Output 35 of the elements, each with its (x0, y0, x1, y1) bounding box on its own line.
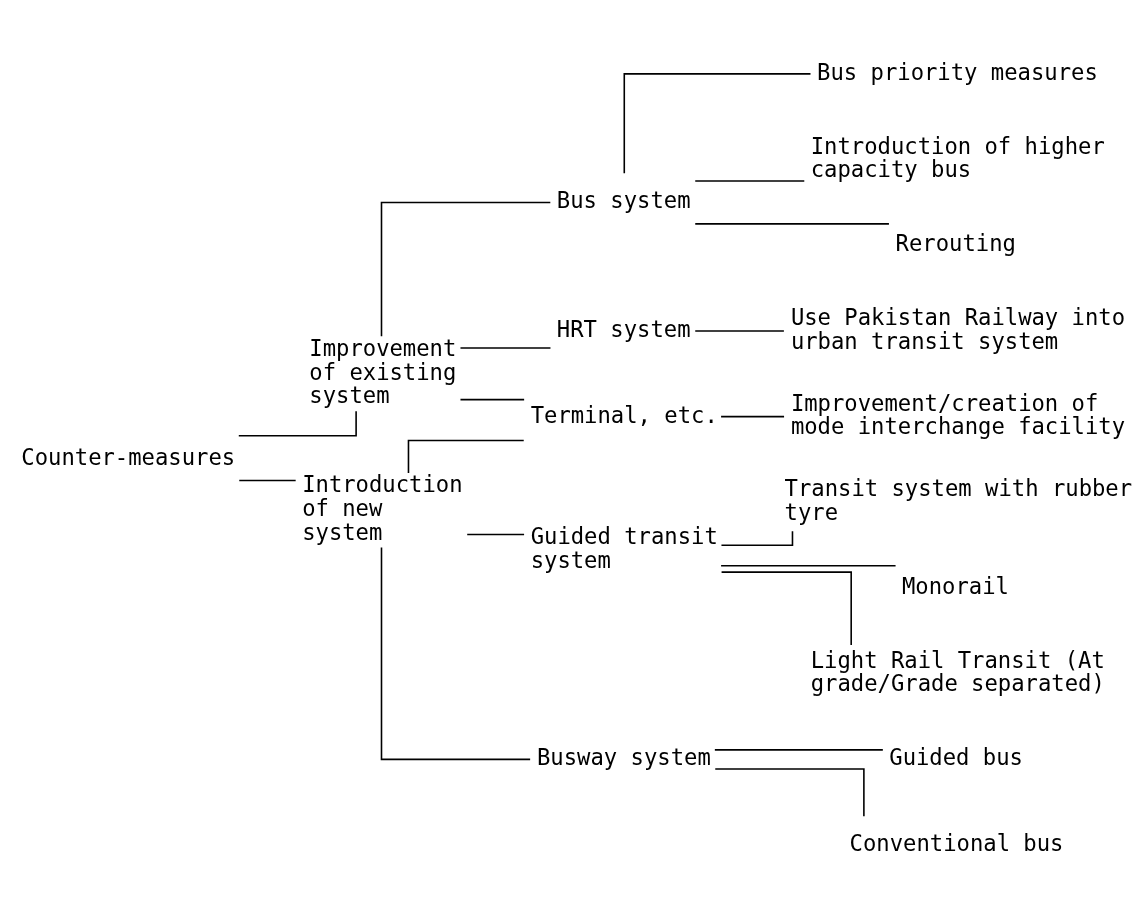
connector (238, 409, 357, 436)
node-text: Rerouting (895, 229, 1016, 256)
node-text: Conventional bus (849, 829, 1064, 856)
node-text: Guided bus (889, 743, 1023, 770)
connector (380, 546, 531, 760)
node-text: Monorail (901, 572, 1009, 599)
node-text: Bus system (556, 186, 691, 213)
node-text: Introduction of higher capacity bus (810, 132, 1105, 182)
connector (720, 564, 897, 567)
connector (714, 767, 865, 817)
node-text: Terminal, etc. (530, 401, 718, 428)
connector (720, 415, 785, 417)
node-text: Transit system with rubber tyre (784, 474, 1133, 525)
node-text: Guided transit system (530, 522, 718, 573)
node-text: Use Pakistan Railway into urban transit system (790, 303, 1126, 354)
node-text: Counter-measures (21, 443, 236, 470)
connector (694, 222, 890, 225)
connector (459, 398, 525, 400)
connector (714, 748, 884, 751)
node-text: Busway system (537, 743, 711, 770)
connector (238, 479, 297, 481)
connector (623, 72, 812, 174)
connector (720, 570, 852, 646)
connector (459, 346, 552, 349)
connector (380, 201, 552, 337)
connector (407, 439, 525, 474)
connector (694, 179, 806, 182)
connector (694, 329, 785, 332)
node-text: Introduction of new system (302, 470, 463, 545)
node-text: HRT system (556, 315, 691, 342)
connector (466, 533, 525, 535)
node-text: Improvement/creation of mode interchange facility (790, 389, 1126, 439)
node-text: Improvement of existing system (309, 334, 457, 408)
node-text: Light Rail Transit (At grade/Grade separated) (810, 646, 1105, 696)
node-text: Bus priority measures (817, 58, 1098, 85)
